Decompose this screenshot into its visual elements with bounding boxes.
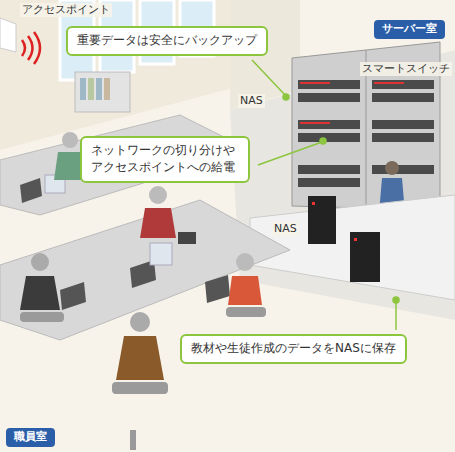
phone bbox=[178, 232, 196, 244]
person-head bbox=[62, 132, 78, 148]
node-text: 重要データは安全にバックアップ bbox=[77, 32, 257, 49]
chairs bbox=[20, 307, 266, 450]
book bbox=[80, 78, 86, 100]
rack-units bbox=[298, 80, 434, 187]
person-head bbox=[130, 312, 150, 332]
person-head bbox=[149, 186, 167, 204]
person-body bbox=[228, 276, 262, 305]
callout-box: 重要データは安全にバックアップ bbox=[66, 26, 268, 56]
book bbox=[88, 78, 94, 100]
book bbox=[104, 78, 110, 100]
node-text: 教材や生徒作成のデータをNASに保存 bbox=[191, 340, 396, 357]
room-badge: サーバー室 bbox=[374, 20, 445, 39]
leader-lines bbox=[252, 60, 399, 330]
node-text: サーバー室 bbox=[382, 22, 437, 36]
nas-light bbox=[312, 202, 315, 205]
node-text: ネットワークの切り分けや アクセスポイントへの給電 bbox=[91, 142, 239, 177]
rack-lights bbox=[300, 82, 404, 124]
person-head bbox=[31, 253, 49, 271]
person-head bbox=[385, 161, 399, 175]
device-label: スマートスイッチ bbox=[360, 62, 452, 76]
shelf bbox=[75, 72, 130, 112]
person-head bbox=[236, 253, 254, 271]
callout-box: 教材や生徒作成のデータをNASに保存 bbox=[180, 334, 407, 364]
desk-row bbox=[0, 200, 290, 340]
access-point bbox=[0, 18, 16, 52]
person-body bbox=[20, 276, 60, 310]
room-badge: 職員室 bbox=[6, 428, 55, 447]
nas-light bbox=[354, 238, 357, 241]
node-text: 職員室 bbox=[14, 430, 47, 444]
person-body bbox=[140, 208, 176, 238]
callout-box: ネットワークの切り分けや アクセスポイントへの給電 bbox=[80, 136, 250, 183]
nas-unit bbox=[308, 196, 336, 244]
device-label: アクセスポイント bbox=[20, 3, 112, 17]
nas-unit bbox=[350, 232, 380, 282]
desk-row bbox=[0, 115, 250, 215]
radio-waves bbox=[22, 32, 40, 64]
device-label: NAS bbox=[238, 94, 265, 108]
person-body bbox=[116, 336, 164, 380]
device-label: NAS bbox=[272, 222, 299, 236]
book bbox=[96, 78, 102, 100]
